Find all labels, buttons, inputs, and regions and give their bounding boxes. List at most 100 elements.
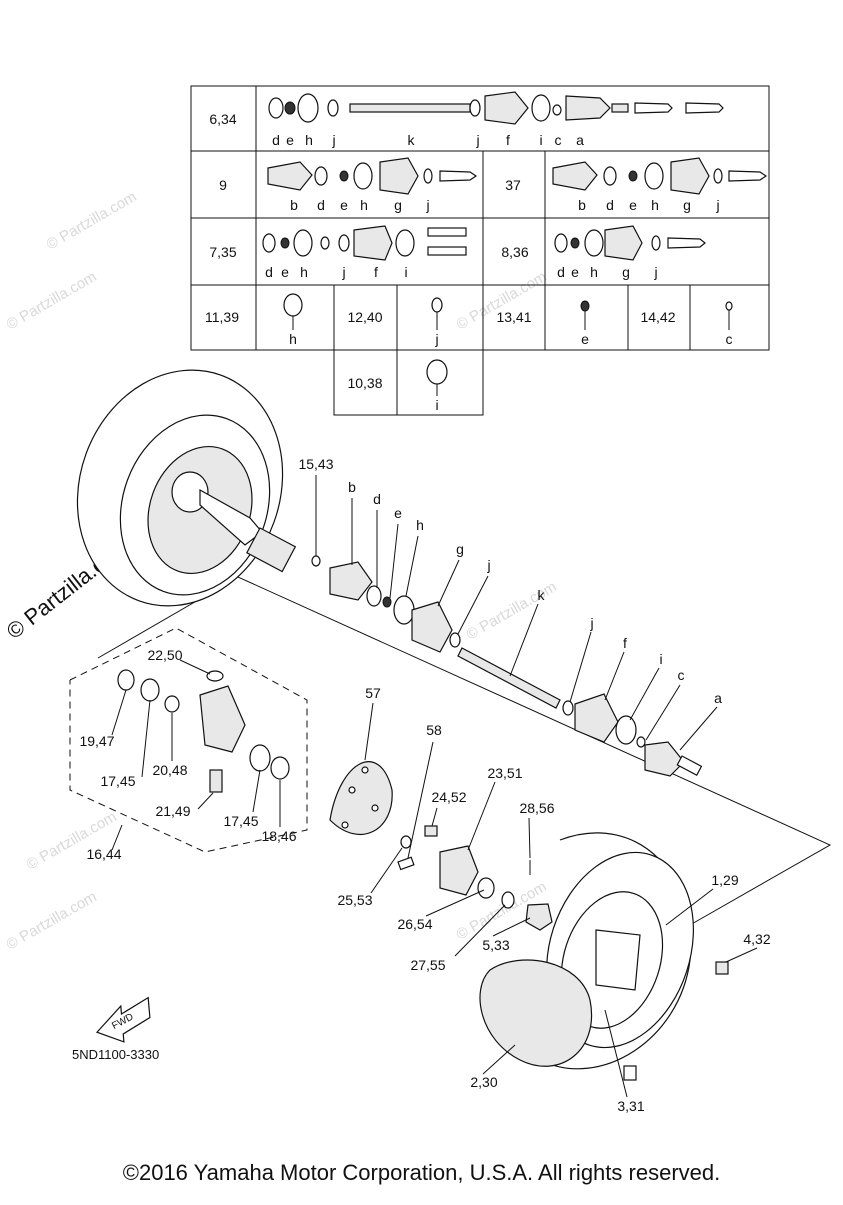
svg-text:i: i xyxy=(539,132,542,148)
callout: 18,46 xyxy=(261,828,296,844)
drive-shaft-parts xyxy=(311,555,703,777)
svg-text:g: g xyxy=(394,197,402,213)
svg-text:j: j xyxy=(653,264,657,280)
upper-wheel xyxy=(76,369,297,607)
svg-text:g: g xyxy=(683,197,691,213)
knuckle-assembly-outline xyxy=(69,627,308,853)
callout: 25,53 xyxy=(337,892,372,908)
callout: 17,45 xyxy=(100,773,135,789)
svg-text:h: h xyxy=(651,197,659,213)
callout: 20,48 xyxy=(152,762,187,778)
callout: 21,49 xyxy=(155,803,190,819)
svg-text:e: e xyxy=(340,197,348,213)
callout: b xyxy=(348,479,356,495)
kit-key: 14,42 xyxy=(640,309,675,325)
svg-text:d: d xyxy=(317,197,325,213)
callout: 1,29 xyxy=(711,872,738,888)
hub-parts xyxy=(397,825,553,931)
callout: k xyxy=(538,587,546,603)
svg-text:e: e xyxy=(581,331,589,347)
callout: j xyxy=(589,615,593,631)
kit-key: 7,35 xyxy=(209,244,236,260)
row2b-parts xyxy=(552,157,768,195)
callout: c xyxy=(678,667,685,683)
svg-text:e: e xyxy=(571,264,579,280)
callout: a xyxy=(714,690,722,706)
svg-text:i: i xyxy=(404,264,407,280)
callout: 24,52 xyxy=(431,789,466,805)
lower-wheel xyxy=(479,832,729,1081)
row3b-parts xyxy=(554,225,706,261)
row2a-parts xyxy=(267,157,478,195)
svg-text:h: h xyxy=(305,132,313,148)
callout: 4,32 xyxy=(743,931,770,947)
svg-text:j: j xyxy=(425,197,429,213)
shaft-assembly-outline xyxy=(97,576,832,926)
callout: j xyxy=(486,557,490,573)
row1-parts xyxy=(268,91,724,125)
svg-text:d: d xyxy=(557,264,565,280)
kit-key: 13,41 xyxy=(496,309,531,325)
kit-key: 10,38 xyxy=(347,375,382,391)
fwd-arrow-icon: FWD xyxy=(95,996,151,1043)
callout: 5,33 xyxy=(482,937,509,953)
svg-text:© Partzilla.com: © Partzilla.com xyxy=(464,578,560,643)
svg-text:© Partzilla.com: © Partzilla.com xyxy=(4,268,100,333)
svg-text:h: h xyxy=(590,264,598,280)
callout: 15,43 xyxy=(298,456,333,472)
svg-text:e: e xyxy=(281,264,289,280)
svg-text:b: b xyxy=(578,197,586,213)
parts-kit-table: 6,34 d e h j k j f i c a 9 xyxy=(190,85,770,416)
row4-leaders xyxy=(292,310,730,330)
callout: e xyxy=(394,505,402,521)
callout: 17,45 xyxy=(223,813,258,829)
svg-text:© Partzilla.com: © Partzilla.com xyxy=(4,888,100,953)
callout: 28,56 xyxy=(519,800,554,816)
callout: d xyxy=(373,491,381,507)
callout: h xyxy=(416,517,424,533)
callout: f xyxy=(623,635,627,651)
svg-text:© Partzilla.com: © Partzilla.com xyxy=(24,808,120,873)
svg-text:© Partzilla.com: © Partzilla.com xyxy=(44,188,140,253)
svg-text:d: d xyxy=(272,132,280,148)
svg-text:j: j xyxy=(434,331,438,347)
callout: 2,30 xyxy=(470,1074,497,1090)
svg-text:c: c xyxy=(555,132,562,148)
callout: i xyxy=(659,651,662,667)
callout: 57 xyxy=(365,685,381,701)
svg-text:j: j xyxy=(331,132,335,148)
knuckle-parts xyxy=(117,669,290,793)
callout: 22,50 xyxy=(147,647,182,663)
callout: 3,31 xyxy=(617,1098,644,1114)
callout: 26,54 xyxy=(397,916,432,932)
svg-text:h: h xyxy=(300,264,308,280)
callout-labels: 15,43 b d e h g j k j f i c a 22,50 19,4… xyxy=(79,456,770,1114)
kit-key: 6,34 xyxy=(209,111,236,127)
kit-key: 11,39 xyxy=(205,309,239,325)
svg-text:k: k xyxy=(408,132,416,148)
copyright-notice: ©2016 Yamaha Motor Corporation, U.S.A. A… xyxy=(122,1160,721,1185)
svg-text:e: e xyxy=(286,132,294,148)
kit-key: 9 xyxy=(219,177,227,193)
kit-key: 8,36 xyxy=(501,244,528,260)
svg-text:h: h xyxy=(360,197,368,213)
leader-lines xyxy=(111,475,758,1098)
svg-text:f: f xyxy=(374,264,378,280)
svg-text:j: j xyxy=(475,132,479,148)
callout: 16,44 xyxy=(86,846,121,862)
svg-text:i: i xyxy=(435,397,438,413)
diagram-code: 5ND1100-3330 xyxy=(72,1047,159,1062)
callout: 58 xyxy=(426,722,442,738)
callout: 27,55 xyxy=(410,957,445,973)
callout: 23,51 xyxy=(487,765,522,781)
svg-text:g: g xyxy=(622,264,630,280)
svg-text:d: d xyxy=(606,197,614,213)
svg-text:f: f xyxy=(506,132,510,148)
svg-text:j: j xyxy=(341,264,345,280)
callout: 19,47 xyxy=(79,733,114,749)
row3a-parts xyxy=(262,225,467,261)
svg-text:h: h xyxy=(289,331,297,347)
svg-text:e: e xyxy=(629,197,637,213)
svg-text:c: c xyxy=(726,331,733,347)
